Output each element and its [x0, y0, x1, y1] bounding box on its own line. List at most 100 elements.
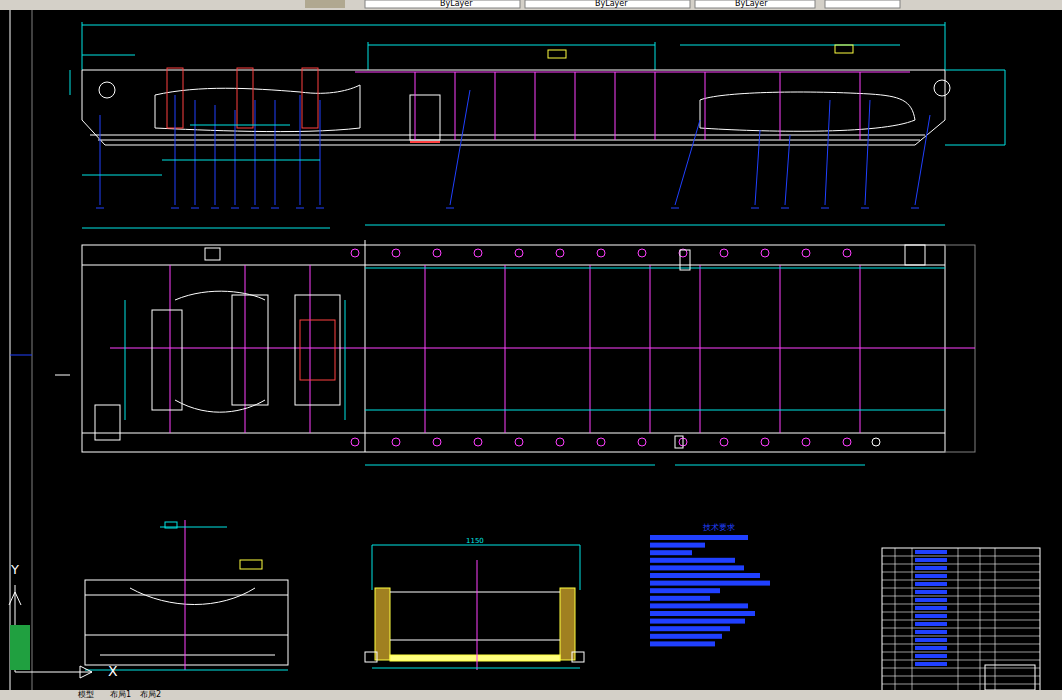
- bolt-hole: [433, 249, 441, 257]
- crossmember-line: [650, 265, 651, 433]
- title-block-row: [882, 684, 1040, 685]
- title-block-row: [882, 556, 1040, 557]
- drawing-line: [680, 45, 900, 46]
- drawing-line: [390, 592, 560, 593]
- title-block-row: [882, 652, 1040, 653]
- center-line: [110, 348, 975, 349]
- bolt-hole: [556, 249, 564, 257]
- title-block-row: [882, 564, 1040, 565]
- note-line: [650, 558, 735, 563]
- title-cell: [985, 665, 1035, 690]
- title-block-col: [895, 548, 896, 693]
- drawing-line: [372, 668, 580, 669]
- crossmember-line: [245, 265, 246, 433]
- breakout-line: [700, 92, 915, 131]
- crossmember-line: [780, 265, 781, 433]
- bolt-hole: [761, 438, 769, 446]
- plate-outline: [232, 295, 268, 405]
- bolt-hole: [872, 438, 880, 446]
- callout-mark: [191, 208, 199, 209]
- part-entry: [915, 590, 947, 594]
- notes-title: 技术要求: [703, 524, 735, 532]
- title-block-col: [980, 548, 981, 693]
- bolt-hole: [597, 249, 605, 257]
- bolt-hole: [392, 438, 400, 446]
- drawing-line: [82, 228, 330, 229]
- layout-tab: 布局2: [140, 691, 161, 699]
- title-block-row: [882, 612, 1040, 613]
- note-line: [650, 603, 748, 608]
- plate-outline: [152, 310, 182, 410]
- weld-symbol: [548, 50, 566, 58]
- frame-outline: [82, 70, 945, 145]
- ucs-arrow: [80, 666, 92, 678]
- bolt-hole: [474, 438, 482, 446]
- title-block-row: [882, 668, 1040, 669]
- callout-mark: [96, 208, 104, 209]
- layer-name: ByLayer: [735, 0, 768, 8]
- part-entry: [915, 622, 947, 626]
- section-web: [375, 588, 390, 660]
- leader-line: [865, 100, 870, 205]
- callout-mark: [911, 208, 919, 209]
- callout-mark: [271, 208, 279, 209]
- layer-name: ByLayer: [595, 0, 628, 8]
- title-block-row: [882, 588, 1040, 589]
- drawing-line: [82, 433, 945, 434]
- bolt-hole: [638, 438, 646, 446]
- part-entry: [915, 662, 947, 666]
- callout-mark: [231, 208, 239, 209]
- bolt-hole: [802, 438, 810, 446]
- stiffener-line: [615, 72, 616, 140]
- drawing-line: [675, 465, 865, 466]
- note-line: [650, 634, 722, 639]
- drawing-line: [162, 160, 320, 161]
- part-entry: [915, 630, 947, 634]
- leader-line: [450, 90, 470, 205]
- leader-line: [785, 135, 790, 205]
- leader-line: [675, 120, 700, 205]
- callout-mark: [781, 208, 789, 209]
- layout-tab: 布局1: [110, 691, 131, 699]
- stiffener-line: [655, 72, 656, 140]
- stiffener-line: [705, 72, 706, 140]
- bolt-hole: [597, 438, 605, 446]
- part-entry: [915, 582, 947, 586]
- section-web: [560, 588, 575, 660]
- leader-line: [825, 100, 830, 205]
- drawing-line: [365, 465, 655, 466]
- frame-line: [32, 10, 33, 690]
- stiffener-line: [535, 72, 536, 140]
- note-line: [650, 550, 692, 555]
- plate-outline: [300, 320, 335, 380]
- drawing-line: [1005, 70, 1006, 145]
- callout-mark: [861, 208, 869, 209]
- bolt-hole: [351, 249, 359, 257]
- title-block-row: [882, 604, 1040, 605]
- drawing-line: [82, 55, 135, 56]
- note-line: [650, 565, 744, 570]
- dimension-line: [82, 25, 945, 26]
- stiffener-section: [302, 68, 318, 128]
- drawing-line: [70, 70, 71, 95]
- section-flange: [390, 655, 560, 661]
- weld-symbol: [240, 560, 262, 569]
- stiffener-section: [237, 68, 253, 128]
- dimension-text: 1150: [466, 538, 484, 545]
- stiffener-line: [860, 72, 861, 140]
- title-block-col: [995, 548, 996, 693]
- slot: [905, 245, 925, 265]
- saddle-outline: [175, 291, 265, 412]
- callout-mark: [211, 208, 219, 209]
- part-entry: [915, 566, 947, 570]
- drawing-line: [372, 545, 373, 590]
- drawing-line: [98, 140, 920, 141]
- slot: [675, 436, 683, 448]
- leader-line: [215, 105, 216, 205]
- part-entry: [915, 558, 947, 562]
- part-entry: [915, 654, 947, 658]
- bolt: [572, 652, 584, 662]
- axis-label: X: [108, 664, 118, 678]
- drawing-line: [390, 640, 560, 641]
- crossmember-line: [170, 265, 171, 433]
